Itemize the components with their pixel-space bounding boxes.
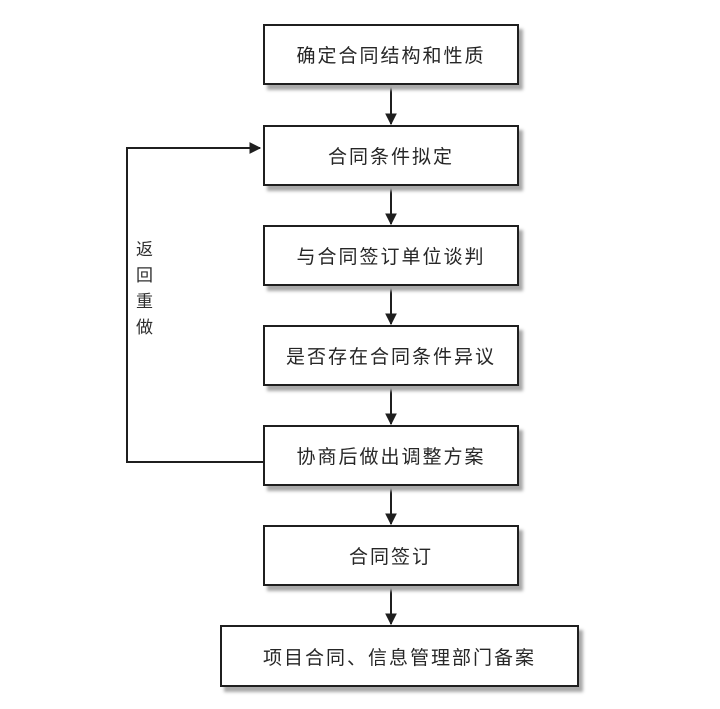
flow-node-label: 是否存在合同条件异议	[285, 347, 496, 368]
flow-node-negotiate: 与合同签订单位谈判	[263, 225, 519, 286]
flow-node-determine-structure: 确定合同结构和性质	[263, 24, 519, 85]
flow-node-check-objections: 是否存在合同条件异议	[263, 325, 519, 386]
flow-node-label: 协商后做出调整方案	[296, 447, 486, 468]
loop-back-label: 返回重做	[133, 240, 152, 344]
flow-node-label: 合同签订	[348, 547, 433, 568]
flow-node-sign-contract: 合同签订	[263, 525, 519, 586]
flow-node-label: 项目合同、信息管理部门备案	[262, 647, 536, 669]
flow-node-label: 与合同签订单位谈判	[296, 247, 486, 268]
flow-node-filing: 项目合同、信息管理部门备案	[220, 625, 579, 687]
flow-node-label: 确定合同结构和性质	[296, 46, 486, 67]
flow-node-draft-conditions: 合同条件拟定	[263, 125, 519, 186]
flow-node-adjustment-plan: 协商后做出调整方案	[263, 425, 519, 486]
flow-node-label: 合同条件拟定	[327, 147, 454, 168]
